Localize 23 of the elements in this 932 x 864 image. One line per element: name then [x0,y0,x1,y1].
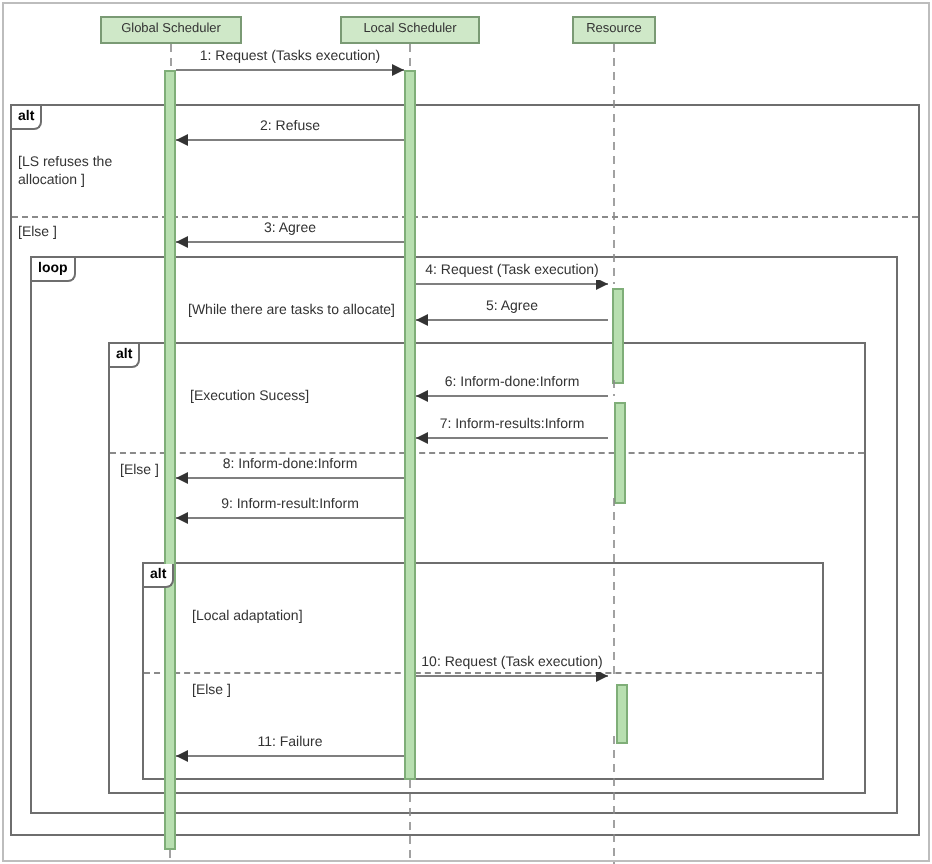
message-arrow [175,236,405,248]
message-arrow [415,390,609,402]
activation-bar [616,684,628,744]
lifeline [169,849,171,864]
lifeline [409,779,411,864]
lifeline [613,379,615,397]
lifeline [613,497,615,677]
message-arrow [175,64,405,76]
lifeline [409,43,411,71]
message-arrow [415,314,609,326]
lifeline [170,43,172,71]
message-arrow [175,472,405,484]
lifeline [613,735,615,864]
message-arrow [175,134,405,146]
message-arrow [415,278,609,290]
message-arrow [175,750,405,762]
message-arrow [415,432,609,444]
activation-bar [612,288,624,384]
activation-bar [164,70,176,850]
message-arrow [415,670,609,682]
message-arrow [175,512,405,524]
activation-bar [614,402,626,504]
lifeline [613,43,615,285]
